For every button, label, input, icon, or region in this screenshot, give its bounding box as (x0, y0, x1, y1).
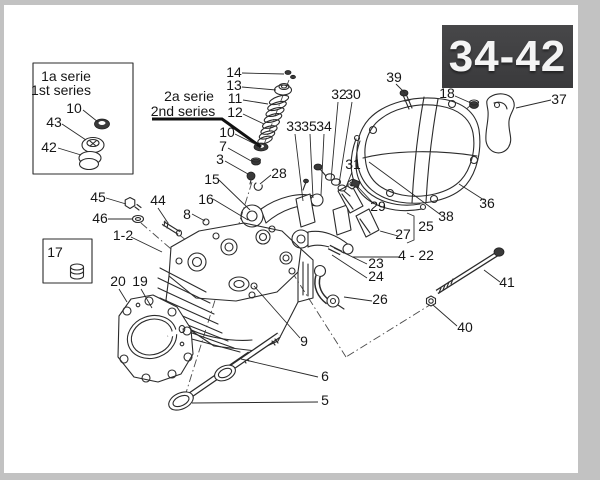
valves-drawing (168, 332, 281, 411)
part-label-20: 20 (110, 273, 126, 289)
part-label-27: 27 (395, 226, 411, 242)
part-labels: 14 13 11 12 10 7 3 28 15 16 8 45 44 46 1… (41, 64, 567, 408)
part-label-17: 17 (47, 244, 63, 260)
series1-box (32, 62, 134, 175)
tappet-bucket-drawing (69, 263, 85, 280)
part-label-29: 29 (370, 198, 386, 214)
part-label-44: 44 (150, 192, 166, 208)
series2-line1: 2a serie (164, 88, 214, 104)
series2-pointer-line (152, 117, 262, 149)
part-label-3: 3 (216, 151, 224, 167)
part-label-14: 14 (226, 64, 242, 80)
part-label-28: 28 (271, 165, 287, 181)
bell-crank-drawing (313, 264, 345, 310)
part-label-45: 45 (90, 189, 106, 205)
part-label-46: 46 (92, 210, 108, 226)
part-label-35: 35 (301, 118, 317, 134)
bracket-drawing (485, 93, 515, 154)
part-label-41: 41 (499, 274, 515, 290)
part-label-4-22: 4 - 22 (398, 247, 434, 263)
part-label-33: 33 (286, 118, 302, 134)
valve-cover-drawing (356, 96, 481, 204)
series1-parts-drawing (78, 118, 110, 171)
part-label-1-2: 1-2 (113, 227, 133, 243)
page-number-text: 34-42 (448, 31, 567, 81)
page-number-badge: 34-42 (442, 25, 573, 88)
grommet-18-drawing (468, 99, 480, 109)
part-label-12: 12 (227, 104, 243, 120)
part-label-42: 42 (41, 139, 57, 155)
leader-lines (57, 72, 552, 404)
cover-gasket-drawing (350, 134, 427, 212)
part-label-43: 43 (46, 114, 62, 130)
part-label-13: 13 (226, 77, 242, 93)
rocker-assembly-drawing (240, 178, 354, 256)
series2-line2: 2nd series (151, 103, 216, 119)
stud-drawing (425, 247, 505, 307)
part-label-7: 7 (219, 138, 227, 154)
part-label-8: 8 (183, 206, 191, 222)
series1-line2: 1st series (31, 82, 91, 98)
part-label-5: 5 (321, 392, 329, 408)
part-label-16: 16 (198, 191, 214, 207)
series-annotations: 1a serie 1st series 2a serie 2nd series (31, 68, 215, 119)
part-label-23: 23 (368, 255, 384, 271)
cylinder-head-drawing (157, 222, 314, 353)
part-label-18: 18 (439, 85, 455, 101)
part-label-24: 24 (368, 268, 384, 284)
part-label-31: 31 (345, 156, 361, 172)
part-label-9: 9 (300, 333, 308, 349)
part-label-38: 38 (438, 208, 454, 224)
part-label-10-spring: 10 (219, 124, 235, 140)
head-gasket-drawing (117, 294, 194, 383)
part-label-39: 39 (386, 69, 402, 85)
part-label-36: 36 (479, 195, 495, 211)
part-label-37: 37 (551, 91, 567, 107)
part-label-15: 15 (204, 171, 220, 187)
part17-box (42, 238, 93, 284)
series1-line1: 1a serie (41, 68, 91, 84)
part-label-19: 19 (132, 273, 148, 289)
part-label-6: 6 (321, 368, 329, 384)
part-label-40: 40 (457, 319, 473, 335)
bolt-39-drawing (399, 89, 413, 110)
part-label-32: 32 (331, 86, 347, 102)
part-label-34: 34 (316, 118, 332, 134)
part-label-26: 26 (372, 291, 388, 307)
part-label-11: 11 (228, 90, 243, 106)
part-label-25: 25 (418, 218, 434, 234)
part-label-30: 30 (345, 86, 361, 102)
part-label-10-box: 10 (66, 100, 82, 116)
